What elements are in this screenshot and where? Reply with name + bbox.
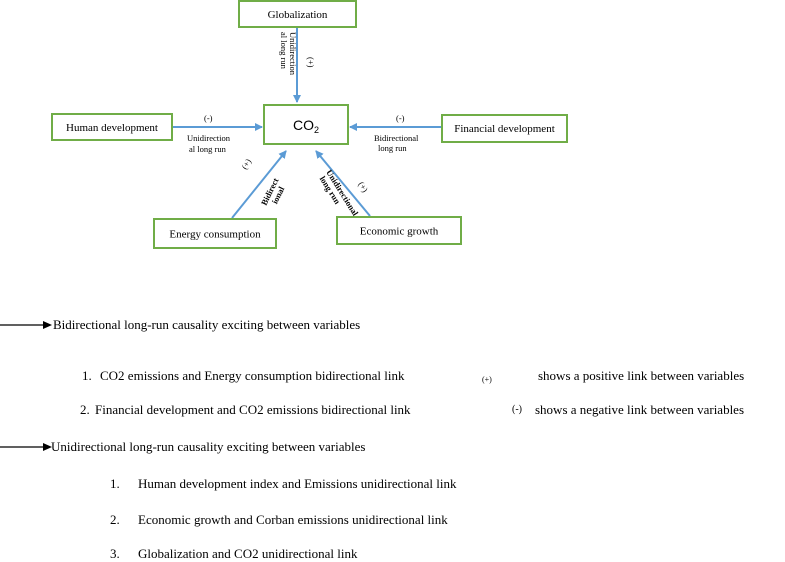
- bidirectional-heading: Bidirectional long-run causality excitin…: [53, 317, 361, 332]
- link-sign-energy: (+): [239, 157, 253, 171]
- node-human-label: Human development: [66, 122, 158, 134]
- link-label-financial-2: long run: [378, 143, 407, 153]
- bidirectional-item-1: CO2 emissions and Energy consumption bid…: [100, 368, 405, 383]
- unidirectional-item-1: Human development index and Emissions un…: [138, 476, 457, 491]
- negative-sign: (-): [512, 404, 522, 415]
- positive-sign: (+): [482, 375, 492, 384]
- unidirectional-heading: Unidirectional long-run causality exciti…: [51, 439, 366, 454]
- node-financial-label: Financial development: [454, 123, 555, 135]
- node-globalization: Globalization: [238, 0, 357, 28]
- link-label-energy: Bidirect ional: [259, 176, 287, 207]
- link-sign-globalization: (+): [306, 57, 316, 68]
- node-economic-growth: Economic growth: [336, 216, 462, 245]
- arrow-energy-co2: [231, 150, 287, 219]
- svg-text:(+): (+): [356, 180, 370, 194]
- link-sign-economic: (+): [356, 180, 370, 194]
- node-co2-label: CO2: [293, 117, 319, 135]
- node-energy-consumption: Energy consumption: [153, 218, 277, 249]
- svg-text:al long run: al long run: [279, 32, 289, 70]
- unidirectional-arrow-icon: [0, 443, 52, 451]
- bidirectional-item-2: Financial development and CO2 emissions …: [95, 402, 411, 417]
- unidirectional-item-3: Globalization and CO2 unidirectional lin…: [138, 546, 358, 561]
- bidirectional-arrow-icon: [0, 321, 52, 329]
- unidirectional-item-2-number: 2.: [110, 512, 120, 527]
- link-label-economic: Unidirectional long run: [318, 168, 361, 218]
- link-label-human-2: al long run: [189, 144, 227, 154]
- node-economic-label: Economic growth: [360, 226, 439, 238]
- svg-text:Unidirection: Unidirection: [288, 32, 298, 76]
- unidirectional-item-1-number: 1.: [110, 476, 120, 491]
- node-human-development: Human development: [51, 113, 173, 141]
- unidirectional-item-2: Economic growth and Corban emissions uni…: [138, 512, 448, 527]
- link-sign-financial: (-): [396, 113, 405, 123]
- node-globalization-label: Globalization: [268, 9, 328, 21]
- svg-text:(+): (+): [306, 57, 316, 68]
- bidirectional-item-1-number: 1.: [82, 368, 92, 383]
- node-co2: CO2: [263, 104, 349, 145]
- causality-diagram: Globalization CO2 Human development Fina…: [51, 0, 568, 249]
- bidirectional-item-2-number: 2.: [80, 402, 90, 417]
- link-label-globalization: Unidirection al long run: [279, 32, 298, 76]
- link-label-financial-1: Bidirectional: [374, 133, 419, 143]
- positive-sign-description: shows a positive link between variables: [538, 368, 745, 383]
- link-label-human-1: Unidirection: [187, 133, 231, 143]
- negative-sign-description: shows a negative link between variables: [535, 402, 745, 417]
- link-sign-human: (-): [204, 113, 213, 123]
- node-financial-development: Financial development: [441, 114, 568, 143]
- unidirectional-item-3-number: 3.: [110, 546, 120, 561]
- arrow-economic-co2: [315, 150, 371, 217]
- svg-text:(+): (+): [239, 157, 253, 171]
- node-energy-label: Energy consumption: [169, 229, 261, 241]
